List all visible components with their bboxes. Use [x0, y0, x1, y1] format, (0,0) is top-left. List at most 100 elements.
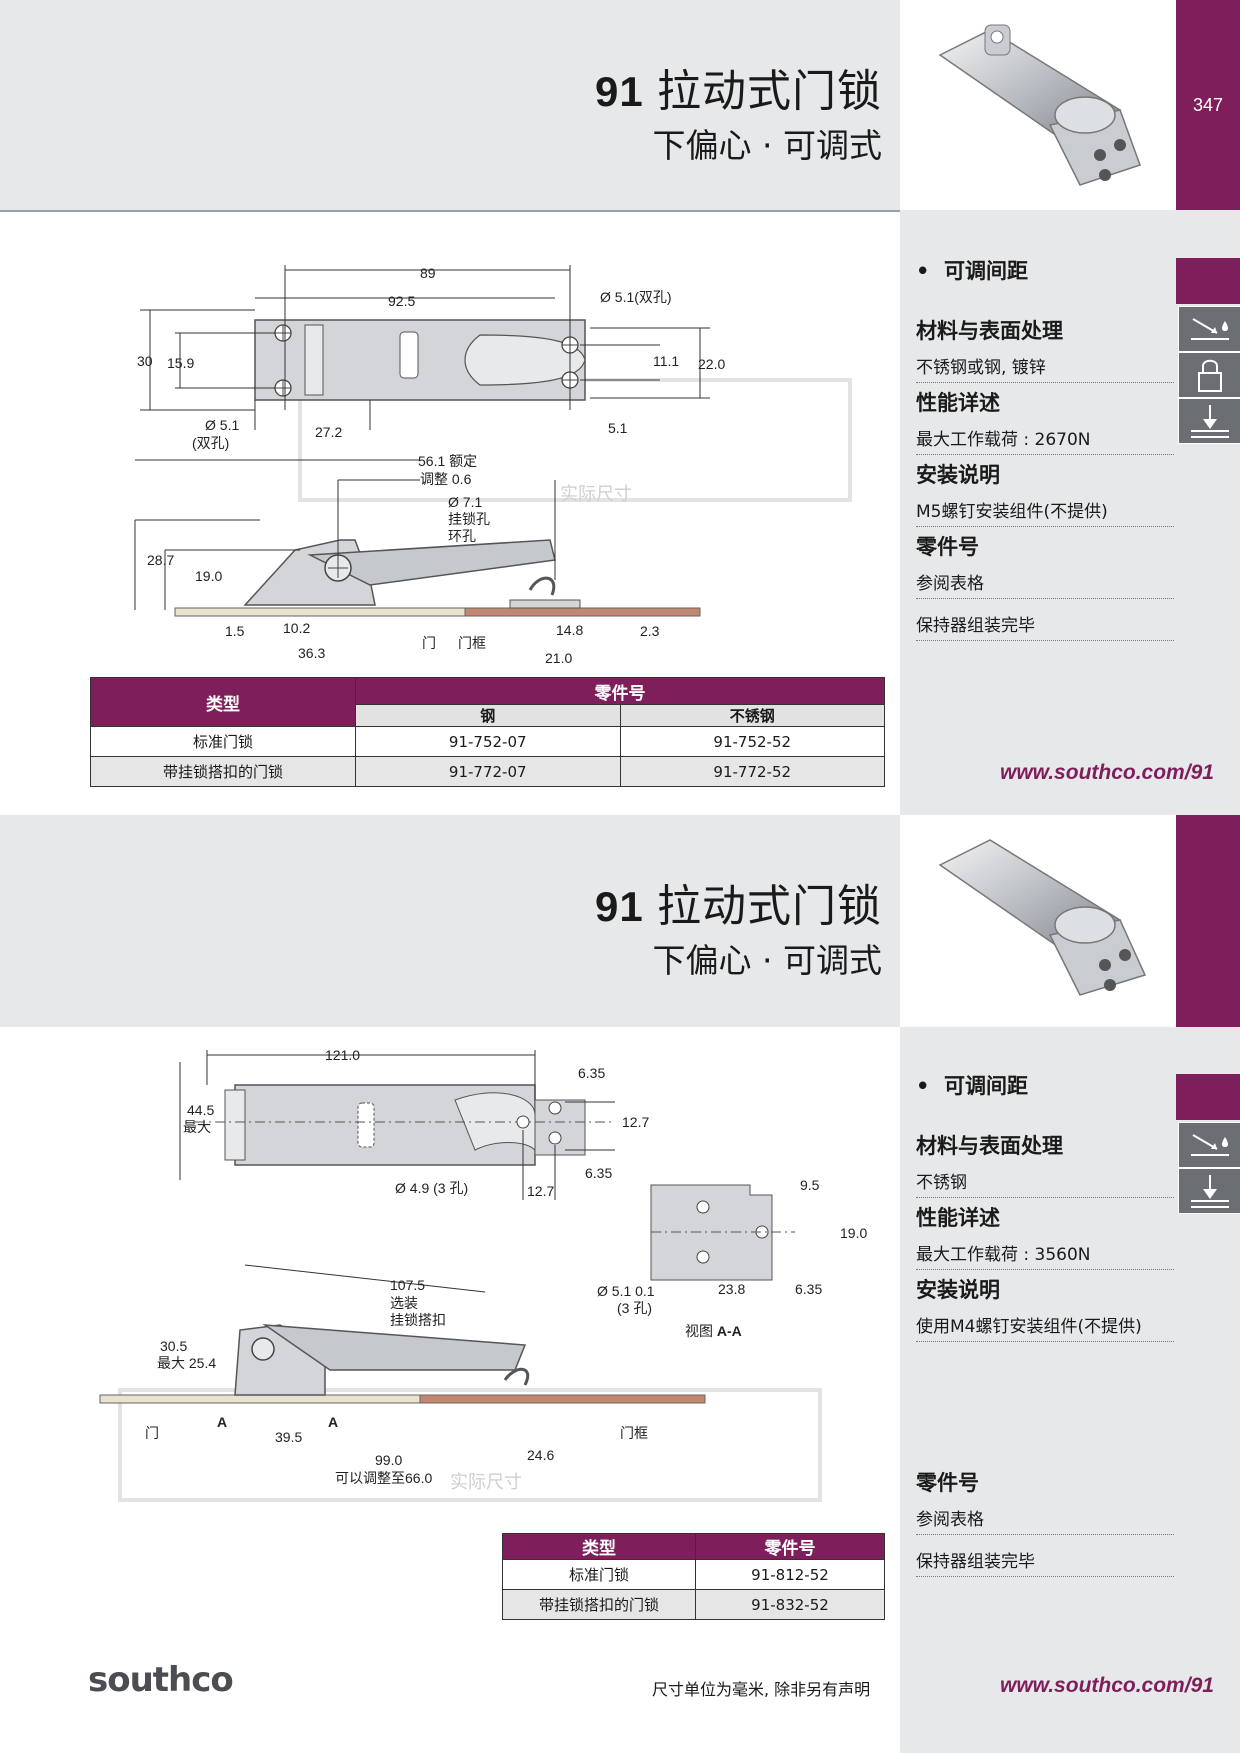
dim-27-2: 27.2	[315, 424, 342, 440]
side-content-2: • 可调间距 材料与表面处理 不锈钢 性能详述 最大工作载荷 : 3560N 安…	[916, 1070, 1174, 1577]
dim-1-5: 1.5	[225, 623, 245, 639]
parts-table-2: 类型 零件号 标准门锁 91-812-52 带挂锁搭扣的门锁 91-832-52	[502, 1533, 885, 1620]
dim-23-8: 23.8	[718, 1281, 745, 1297]
dim-44-5: 44.5	[187, 1102, 214, 1118]
spec-value: 参阅表格	[916, 1505, 1174, 1535]
finish-icon	[1178, 306, 1240, 352]
dim-28-7: 28.7	[147, 552, 174, 568]
product-photo-2	[938, 839, 1147, 996]
dim-hole-l2: (双孔)	[192, 435, 229, 451]
dim-padlock: 挂锁孔	[448, 511, 490, 527]
drawing-2: 121.0 6.35 44.5 最大 12.7 Ø 4.9 (3 孔) 12.7…	[99, 1047, 867, 1502]
url-link-1[interactable]: www.southco.com/91	[1000, 761, 1214, 784]
dim-39-5: 39.5	[275, 1429, 302, 1445]
title-text: 拉动式门锁	[657, 882, 882, 931]
url-link-footer[interactable]: www.southco.com/91	[1000, 1674, 1214, 1697]
actual-size-watermark: 实际尺寸	[560, 484, 632, 504]
dim-frame2: 门框	[620, 1425, 648, 1441]
spec-heading: 安装说明	[916, 1278, 1000, 1302]
title-number: 91	[595, 883, 644, 930]
col-part: 零件号	[695, 1533, 885, 1560]
dim-hole-l: Ø 5.1	[205, 417, 239, 433]
dim-30-5: 30.5	[160, 1338, 187, 1354]
title-number: 91	[595, 68, 644, 115]
dim-a1: A	[217, 1414, 227, 1430]
col-type: 类型	[502, 1533, 696, 1560]
dim-hole3: Ø 4.9 (3 孔)	[395, 1180, 468, 1196]
title-text: 拉动式门锁	[657, 67, 882, 116]
header-band-2	[0, 815, 900, 1027]
spec-heading: 材料与表面处理	[916, 319, 1063, 343]
table-row: 标准门锁 91-812-52	[502, 1559, 885, 1590]
finish-icon	[1178, 1122, 1240, 1168]
dim-10-2: 10.2	[283, 620, 310, 636]
actual-size-watermark-2: 实际尺寸	[450, 1472, 522, 1492]
dim-door2: 门	[145, 1425, 159, 1441]
col-steel: 钢	[355, 704, 621, 727]
spec-value: 使用M4螺钉安装组件(不提供)	[916, 1312, 1174, 1342]
product-photo-1	[938, 24, 1141, 186]
southco-logo: southco	[88, 1660, 234, 1700]
padlock-icon	[1178, 352, 1240, 398]
dim-6-35c: 6.35	[795, 1281, 822, 1297]
dim-7-1: Ø 7.1	[448, 494, 482, 510]
table-row: 带挂锁搭扣的门锁 91-832-52	[502, 1589, 885, 1620]
dim-9-5: 9.5	[800, 1177, 820, 1193]
page-number: 347	[1192, 95, 1224, 115]
section2-title: 91 拉动式门锁 下偏心 · 可调式	[382, 870, 882, 982]
page-tab-2	[1176, 815, 1240, 1027]
spec-heading: 零件号	[916, 535, 979, 559]
dim-door: 门	[422, 635, 436, 651]
dim-14-8: 14.8	[556, 622, 583, 638]
dim-view: 视图 A-A	[685, 1323, 742, 1339]
feature-bullet: • 可调间距	[916, 1074, 1029, 1098]
dim-121: 121.0	[325, 1047, 360, 1063]
extra-note: 保持器组装完毕	[916, 1547, 1174, 1577]
dim-adjust: 调整 0.6	[420, 471, 472, 487]
install-icon	[1178, 1168, 1240, 1214]
side-content-1: • 可调间距 材料与表面处理 不锈钢或钢, 镀锌 性能详述 最大工作载荷 : 2…	[916, 255, 1174, 641]
dim-hole-r: Ø 5.1(双孔)	[600, 289, 672, 305]
feature-bullet: • 可调间距	[916, 259, 1029, 283]
dim-19-0: 19.0	[195, 568, 222, 584]
dim-15-9: 15.9	[167, 355, 194, 371]
table-row: 带挂锁搭扣的门锁 91-772-07 91-772-52	[90, 756, 885, 787]
dim-99: 99.0	[375, 1452, 402, 1468]
table-row: 标准门锁 91-752-07 91-752-52	[90, 726, 885, 757]
dim-max: 最大	[183, 1119, 211, 1135]
spec-heading: 性能详述	[916, 1206, 1000, 1230]
dim-92-5: 92.5	[388, 293, 415, 309]
extra-note: 保持器组装完毕	[916, 611, 1174, 641]
spec-value: 不锈钢	[916, 1168, 1174, 1198]
header-rule-1	[0, 210, 900, 212]
dim-hole5: Ø 5.1 0.1	[597, 1283, 655, 1299]
header-band-1	[0, 0, 900, 210]
subtitle: 下偏心 · 可调式	[652, 126, 882, 165]
dim-frame: 门框	[458, 635, 486, 651]
dim-21-0: 21.0	[545, 650, 572, 666]
spec-heading: 性能详述	[916, 391, 1000, 415]
col-type: 类型	[90, 677, 356, 727]
dim-12-7b: 12.7	[527, 1183, 554, 1199]
dim-6-35a: 6.35	[578, 1065, 605, 1081]
dim-hole5b: (3 孔)	[617, 1300, 652, 1316]
dim-89: 89	[420, 265, 436, 281]
dim-19-0b: 19.0	[840, 1225, 867, 1241]
dim-max2: 最大 25.4	[157, 1355, 216, 1371]
dim-opt: 选装	[390, 1295, 418, 1311]
install-icon	[1178, 398, 1240, 444]
spec-heading: 安装说明	[916, 463, 1000, 487]
section1-title: 91 拉动式门锁 下偏心 · 可调式	[382, 55, 882, 167]
parts-table-1: 类型 零件号 钢 不锈钢 标准门锁 91-752-07 91-752-52 带挂…	[90, 677, 885, 787]
dim-5-1: 5.1	[608, 420, 628, 436]
dim-adjust-to: 可以调整至66.0	[335, 1470, 432, 1486]
spec-heading: 材料与表面处理	[916, 1134, 1063, 1158]
col-ss: 不锈钢	[619, 704, 885, 727]
footer-note: 尺寸单位为毫米, 除非另有声明	[652, 1680, 871, 1699]
dim-36-3: 36.3	[298, 645, 325, 661]
spec-value: 参阅表格	[916, 569, 1174, 599]
dim-11-1: 11.1	[653, 353, 679, 369]
col-part: 零件号	[355, 677, 885, 705]
dim-6-35b: 6.35	[585, 1165, 612, 1181]
dim-24-6: 24.6	[527, 1447, 554, 1463]
